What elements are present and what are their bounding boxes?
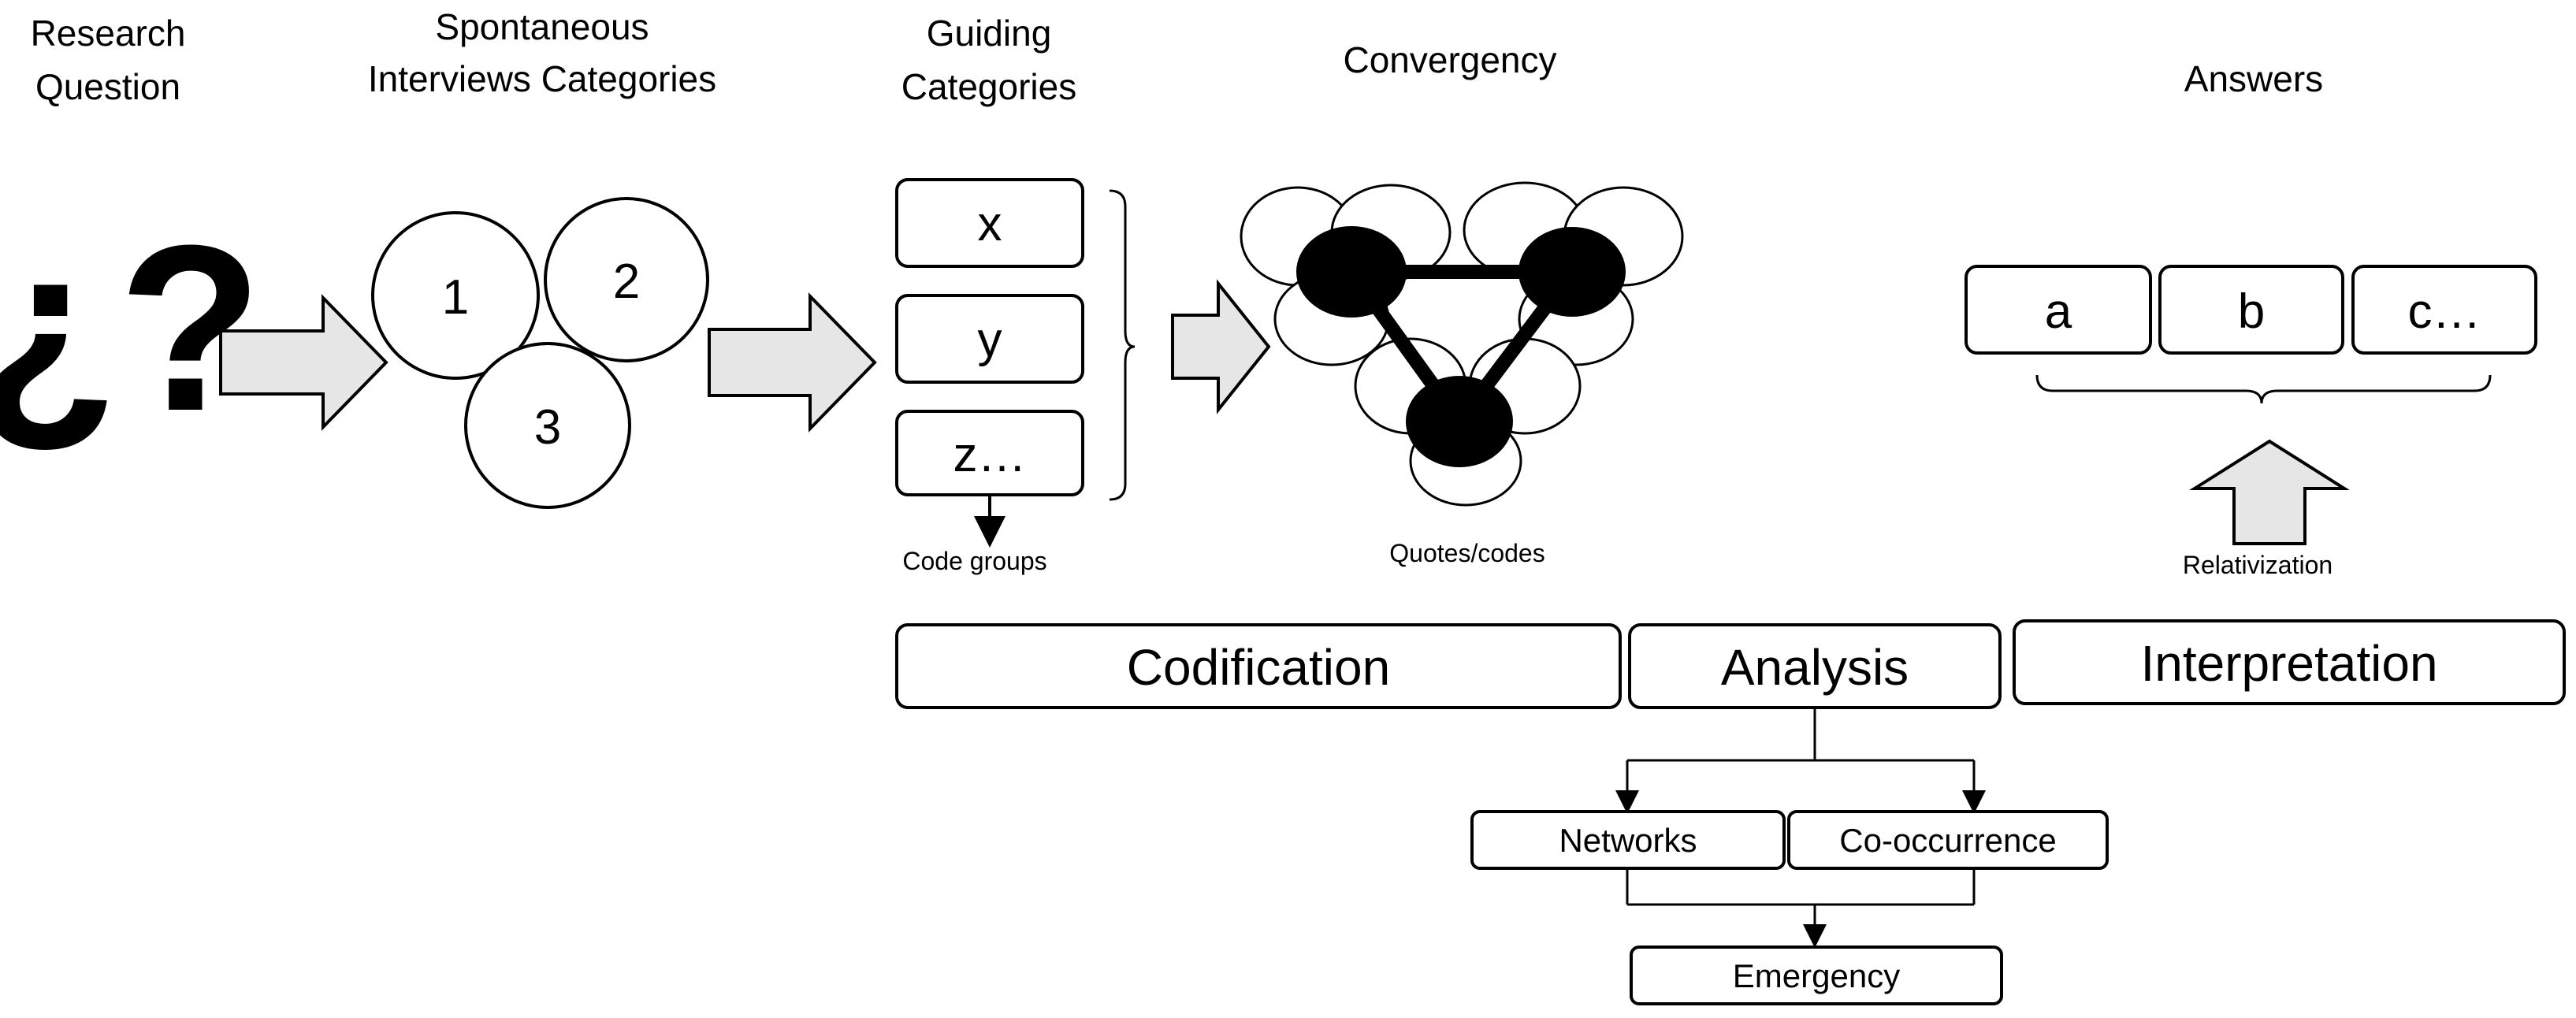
guiding-box-y xyxy=(895,294,1084,384)
interview-circle-3-label: 3 xyxy=(534,400,561,455)
emergency-label: Emergency xyxy=(1733,957,1900,994)
analysis-connectors xyxy=(1615,708,1986,948)
answers-bracket xyxy=(2035,374,2492,404)
header-guiding-line1: Guiding xyxy=(927,13,1052,54)
guiding-box-y-label: y xyxy=(978,313,1002,367)
guiding-box-z-label: z… xyxy=(953,428,1027,482)
header-research-question-line1: Research xyxy=(31,13,186,54)
network-node-left xyxy=(1296,226,1407,318)
relativization-arrow xyxy=(2189,439,2350,545)
phase-codification xyxy=(895,623,1622,709)
guiding-box-x xyxy=(895,178,1084,268)
cooccurrence-label: Co-occurrence xyxy=(1839,822,2056,859)
phase-analysis-label: Analysis xyxy=(1721,639,1909,696)
convergency-network xyxy=(1240,181,1684,507)
networks-box xyxy=(1470,810,1786,870)
question-symbol: ¿? xyxy=(0,195,262,460)
interview-circle-1-label: 1 xyxy=(442,270,469,325)
header-spontaneous-line1: Spontaneous xyxy=(435,6,649,47)
interview-circle-2-label: 2 xyxy=(613,254,640,309)
header-convergency: Convergency xyxy=(1343,39,1556,80)
header-spontaneous-line2: Interviews Categories xyxy=(368,58,716,99)
block-arrow-3 xyxy=(1171,279,1271,414)
phase-interpretation xyxy=(2013,619,2566,705)
phase-codification-label: Codification xyxy=(1127,639,1390,696)
answer-box-a-label: a xyxy=(2045,284,2072,339)
header-answers: Answers xyxy=(2184,58,2323,99)
interview-circle-2 xyxy=(544,197,709,362)
interview-circle-3 xyxy=(464,342,631,509)
code-groups-label: Code groups xyxy=(902,547,1046,575)
cooccurrence-box xyxy=(1787,810,2109,870)
block-arrow-2 xyxy=(708,292,877,433)
networks-label: Networks xyxy=(1559,822,1697,859)
guiding-bracket xyxy=(1109,189,1136,501)
answer-box-b-label: b xyxy=(2238,284,2265,339)
relativization-label: Relativization xyxy=(2183,551,2333,579)
interview-circle-1 xyxy=(371,211,540,380)
answer-box-c xyxy=(2351,265,2537,355)
guiding-box-z xyxy=(895,410,1084,496)
phase-interpretation-label: Interpretation xyxy=(2140,635,2437,692)
header-guiding-line2: Categories xyxy=(901,66,1076,107)
answer-box-c-label: c… xyxy=(2408,284,2481,339)
block-arrow-1 xyxy=(219,294,388,431)
network-node-bottom xyxy=(1406,376,1513,467)
guiding-box-x-label: x xyxy=(978,197,1002,251)
header-research-question-line2: Question xyxy=(35,66,180,107)
quotes-codes-label: Quotes/codes xyxy=(1389,539,1544,567)
network-node-right xyxy=(1518,227,1626,317)
answer-box-b xyxy=(2158,265,2344,355)
emergency-box xyxy=(1630,946,2003,1005)
answer-box-a xyxy=(1965,265,2152,355)
